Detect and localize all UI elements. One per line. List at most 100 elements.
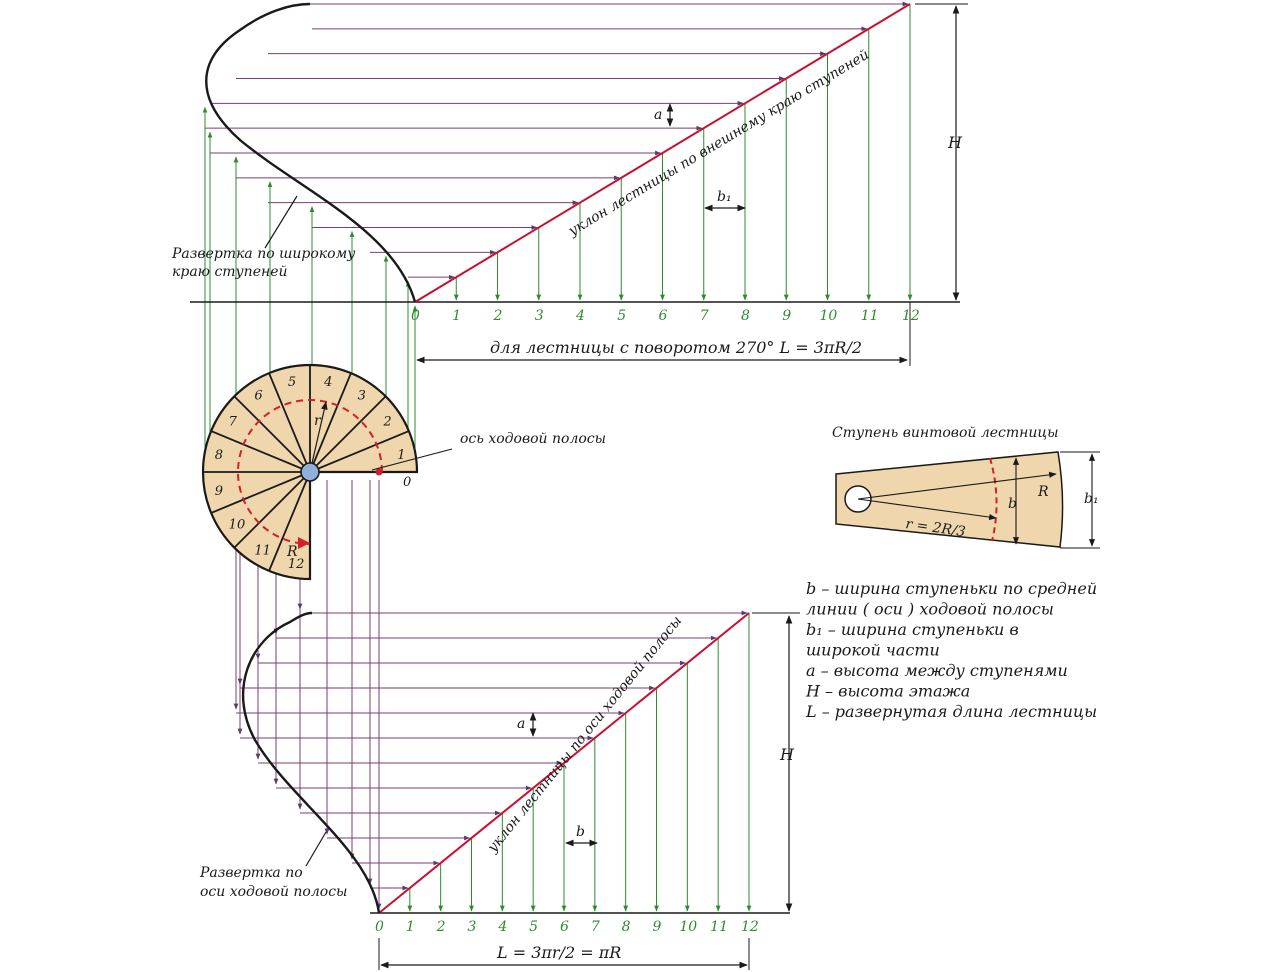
step-detail-r-arrow [857, 498, 997, 521]
plan-step-number: 11 [254, 543, 271, 558]
plan-step-number: 12 [288, 557, 305, 572]
plan-step-edge [268, 471, 311, 572]
bottom-riser-lines [236, 610, 748, 891]
bottom-tick-label: 2 [436, 919, 446, 935]
top-tick-label: 1 [452, 308, 461, 324]
top-curve-leader [264, 195, 298, 249]
bottom-curve-leader [305, 831, 327, 867]
bottom-height-label: H [779, 745, 795, 764]
legend-line: H – высота этажа [805, 682, 970, 701]
bottom-tick-label: 1 [406, 919, 415, 935]
bottom-tick-label: 3 [468, 919, 477, 935]
top-helix-curve [205, 2, 417, 303]
plan-step-edge [210, 430, 311, 473]
plan-step-number: 8 [215, 448, 223, 463]
bottom-tick-label: 4 [497, 919, 507, 935]
top-tick-label: 12 [902, 308, 920, 324]
plan-axis-label: ось ходовой полосы [460, 431, 606, 447]
bottom-projection-lines [407, 613, 752, 912]
plan-axis-leader [371, 448, 453, 471]
plan-center-post [300, 462, 320, 482]
bottom-tick-label: 7 [591, 919, 600, 935]
plan-R-label: R [286, 544, 298, 560]
top-tick-label: 10 [820, 308, 838, 324]
plan-step-edge [268, 372, 311, 473]
plan-start-dot [375, 468, 383, 476]
step-detail-R-arrow [857, 471, 1057, 500]
bottom-tick-label: 10 [679, 919, 697, 935]
plan-step-number: 10 [229, 518, 246, 533]
plan-walking-arrow [298, 537, 310, 549]
top-tread-label: b₁ [717, 189, 732, 205]
plan-step-number: 4 [323, 375, 332, 390]
top-tick-label: 11 [861, 308, 879, 324]
bottom-slope-label: уклон лестницы по оси ходовой полосы [484, 613, 685, 856]
top-tick-label: 0 [411, 308, 420, 324]
bottom-curve-label-line1: Развертка по [199, 865, 303, 881]
top-riser-label: a [654, 107, 662, 123]
step-detail-title: Ступень винтовой лестницы [832, 425, 1059, 441]
legend-line: L – развернутая длина лестницы [805, 702, 1097, 721]
bottom-span-label: L = 3πr/2 = πR [496, 943, 621, 962]
plan-step-edge [309, 430, 410, 473]
legend-line: b₁ – ширина ступеньки в [806, 620, 1019, 639]
bottom-slope-line [378, 612, 750, 914]
bottom-tick-label: 12 [741, 919, 759, 935]
plan-step-edge [309, 372, 352, 473]
top-tick-label: 4 [575, 308, 585, 324]
plan-step-edge [210, 471, 311, 514]
top-tick-label: 3 [535, 308, 544, 324]
bottom-tick-label: 11 [710, 919, 728, 935]
plan-step-number: 7 [229, 414, 238, 429]
top-curve-label-line2: краю ступеней [172, 264, 288, 280]
plan-walking-line [237, 399, 383, 545]
bottom-tick-label: 6 [560, 919, 569, 935]
step-detail-R-label: R [1037, 484, 1049, 500]
bottom-tick-label: 5 [529, 919, 538, 935]
legend-line: a – высота между ступенями [806, 661, 1068, 680]
plan-step-number: 3 [358, 389, 366, 404]
top-slope-label: уклон лестницы по внешнему краю ступеней [565, 47, 872, 240]
bottom-riser-label: a [517, 716, 525, 732]
top-height-label: H [947, 133, 963, 152]
plan-step-number: 5 [288, 375, 296, 390]
top-tick-label: 2 [493, 308, 503, 324]
top-tick-label: 8 [741, 308, 750, 324]
plan-step-number: 2 [382, 414, 391, 429]
step-detail-b1-label: b₁ [1084, 491, 1099, 507]
legend: b – ширина ступеньки по средней линии ( о… [805, 579, 1097, 721]
plan-r-radius [309, 401, 328, 473]
bottom-helix-curve [241, 611, 381, 914]
step-detail-shape [835, 451, 1064, 548]
legend-line: линии ( оси ) ходовой полосы [806, 600, 1054, 619]
legend-line: b – ширина ступеньки по средней [806, 579, 1097, 598]
legend-line: широкой части [806, 641, 940, 660]
plan-step-number: 0 [403, 475, 411, 490]
step-detail-walking-arc [989, 457, 998, 542]
step-detail-b-label: b [1008, 496, 1017, 512]
bottom-tick-label: 9 [653, 919, 662, 935]
top-tick-label: 6 [659, 308, 668, 324]
top-slope-line [414, 3, 911, 303]
plan-step-edge [309, 395, 387, 473]
plan-step-edge [233, 471, 311, 549]
top-tick-label: 9 [782, 308, 791, 324]
top-tick-label: 7 [700, 308, 709, 324]
bottom-tread-label: b [576, 824, 585, 840]
step-detail: Ступень винтовой лестницы R r = 2R/3 b b… [832, 425, 1100, 549]
plan-step-edges [203, 365, 417, 579]
plan-step-number: 6 [254, 389, 262, 404]
plan-step-number: 1 [397, 448, 405, 463]
top-span-label: для лестницы с поворотом 270° L = 3πR/2 [490, 338, 862, 357]
top-riser-lines [205, 1, 909, 280]
bottom-tick-label: 0 [375, 919, 384, 935]
plan-step-edge [233, 395, 311, 473]
plan-step-number: 9 [215, 484, 223, 499]
top-curve-label-line1: Развертка по широкому [171, 246, 356, 262]
